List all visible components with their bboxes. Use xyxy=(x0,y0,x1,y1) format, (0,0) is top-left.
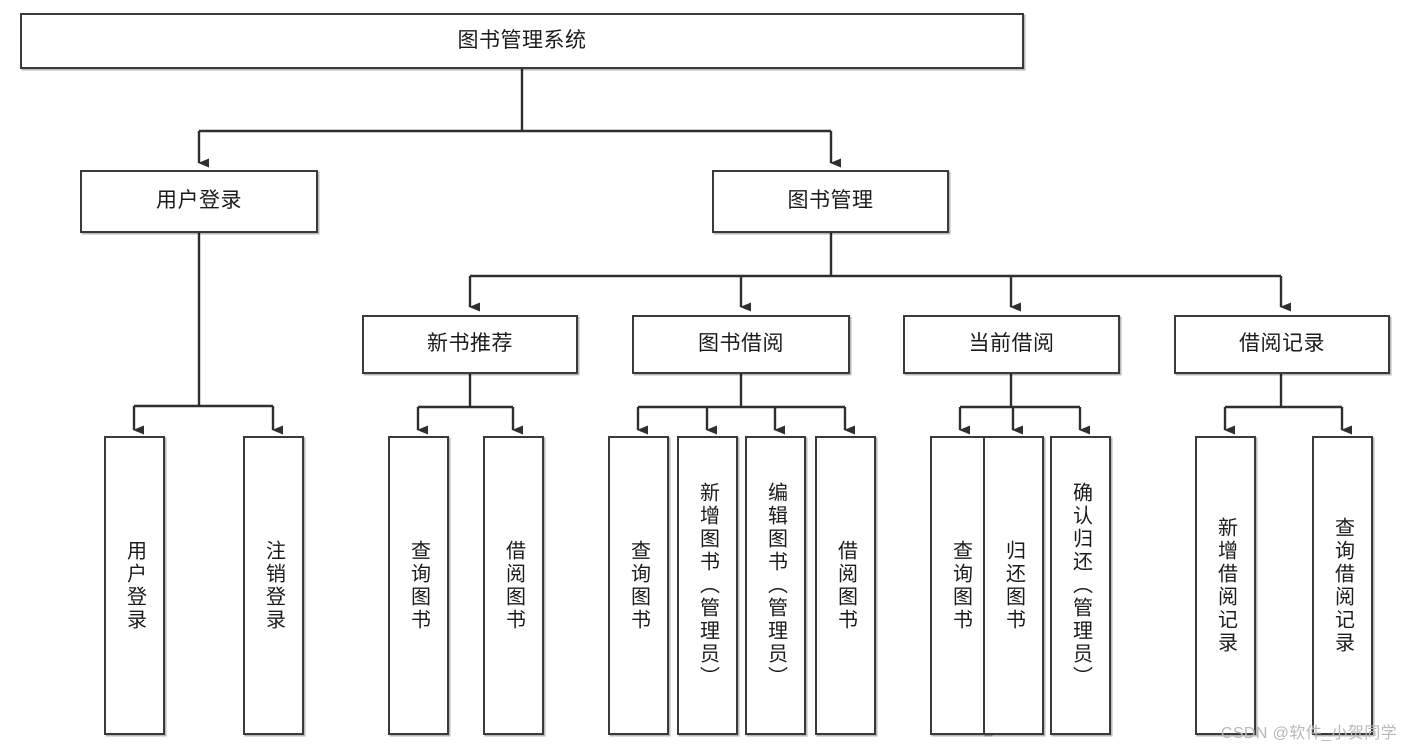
node-leaf-edit-book[interactable]: 编辑图书（管理员） xyxy=(745,436,806,735)
node-leaf-logout-label: 注销登录 xyxy=(262,539,285,632)
node-new-book-recommend[interactable]: 新书推荐 xyxy=(362,315,578,374)
node-leaf-edit-book-label: 编辑图书（管理员） xyxy=(764,482,787,689)
watermark: CSDN @软件_小贺同学 xyxy=(1220,725,1397,742)
node-user-login[interactable]: 用户登录 xyxy=(80,170,318,233)
node-leaf-query-book-3[interactable]: 查询图书 xyxy=(930,436,991,735)
node-book-borrow[interactable]: 图书借阅 xyxy=(632,315,850,374)
node-leaf-query-record-label: 查询借阅记录 xyxy=(1331,516,1354,655)
node-leaf-add-record[interactable]: 新增借阅记录 xyxy=(1195,436,1256,735)
node-borrow-record-label: 借阅记录 xyxy=(1239,332,1325,356)
node-leaf-borrow-book-1[interactable]: 借阅图书 xyxy=(483,436,544,735)
node-user-login-label: 用户登录 xyxy=(156,189,242,213)
node-leaf-add-book-label: 新增图书（管理员） xyxy=(696,482,719,689)
node-leaf-user-login-label: 用户登录 xyxy=(123,539,146,632)
node-leaf-query-record[interactable]: 查询借阅记录 xyxy=(1312,436,1373,735)
node-root[interactable]: 图书管理系统 xyxy=(20,13,1024,69)
node-leaf-add-record-label: 新增借阅记录 xyxy=(1214,516,1237,655)
node-leaf-return-book-label: 归还图书 xyxy=(1002,539,1025,632)
node-leaf-borrow-book-1-label: 借阅图书 xyxy=(502,539,525,632)
node-leaf-logout[interactable]: 注销登录 xyxy=(243,436,304,735)
node-root-label: 图书管理系统 xyxy=(457,28,587,52)
node-leaf-query-book-1-label: 查询图书 xyxy=(407,539,430,632)
node-leaf-query-book-2-label: 查询图书 xyxy=(627,539,650,632)
node-leaf-borrow-book-2-label: 借阅图书 xyxy=(834,539,857,632)
node-leaf-return-book[interactable]: 归还图书 xyxy=(983,436,1044,735)
node-current-borrow-label: 当前借阅 xyxy=(968,332,1055,356)
node-leaf-query-book-3-label: 查询图书 xyxy=(949,539,972,632)
node-leaf-query-book-2[interactable]: 查询图书 xyxy=(608,436,669,735)
node-leaf-query-book-1[interactable]: 查询图书 xyxy=(388,436,449,735)
node-leaf-confirm-return[interactable]: 确认归还（管理员） xyxy=(1050,436,1111,735)
node-new-book-recommend-label: 新书推荐 xyxy=(427,332,513,356)
node-current-borrow[interactable]: 当前借阅 xyxy=(903,315,1120,374)
node-leaf-add-book[interactable]: 新增图书（管理员） xyxy=(677,436,738,735)
node-book-management-label: 图书管理 xyxy=(787,189,874,213)
node-book-management[interactable]: 图书管理 xyxy=(712,170,949,233)
node-leaf-borrow-book-2[interactable]: 借阅图书 xyxy=(815,436,876,735)
node-leaf-confirm-return-label: 确认归还（管理员） xyxy=(1069,482,1092,689)
node-borrow-record[interactable]: 借阅记录 xyxy=(1174,315,1390,374)
node-book-borrow-label: 图书借阅 xyxy=(698,332,784,356)
node-leaf-user-login[interactable]: 用户登录 xyxy=(104,436,165,735)
